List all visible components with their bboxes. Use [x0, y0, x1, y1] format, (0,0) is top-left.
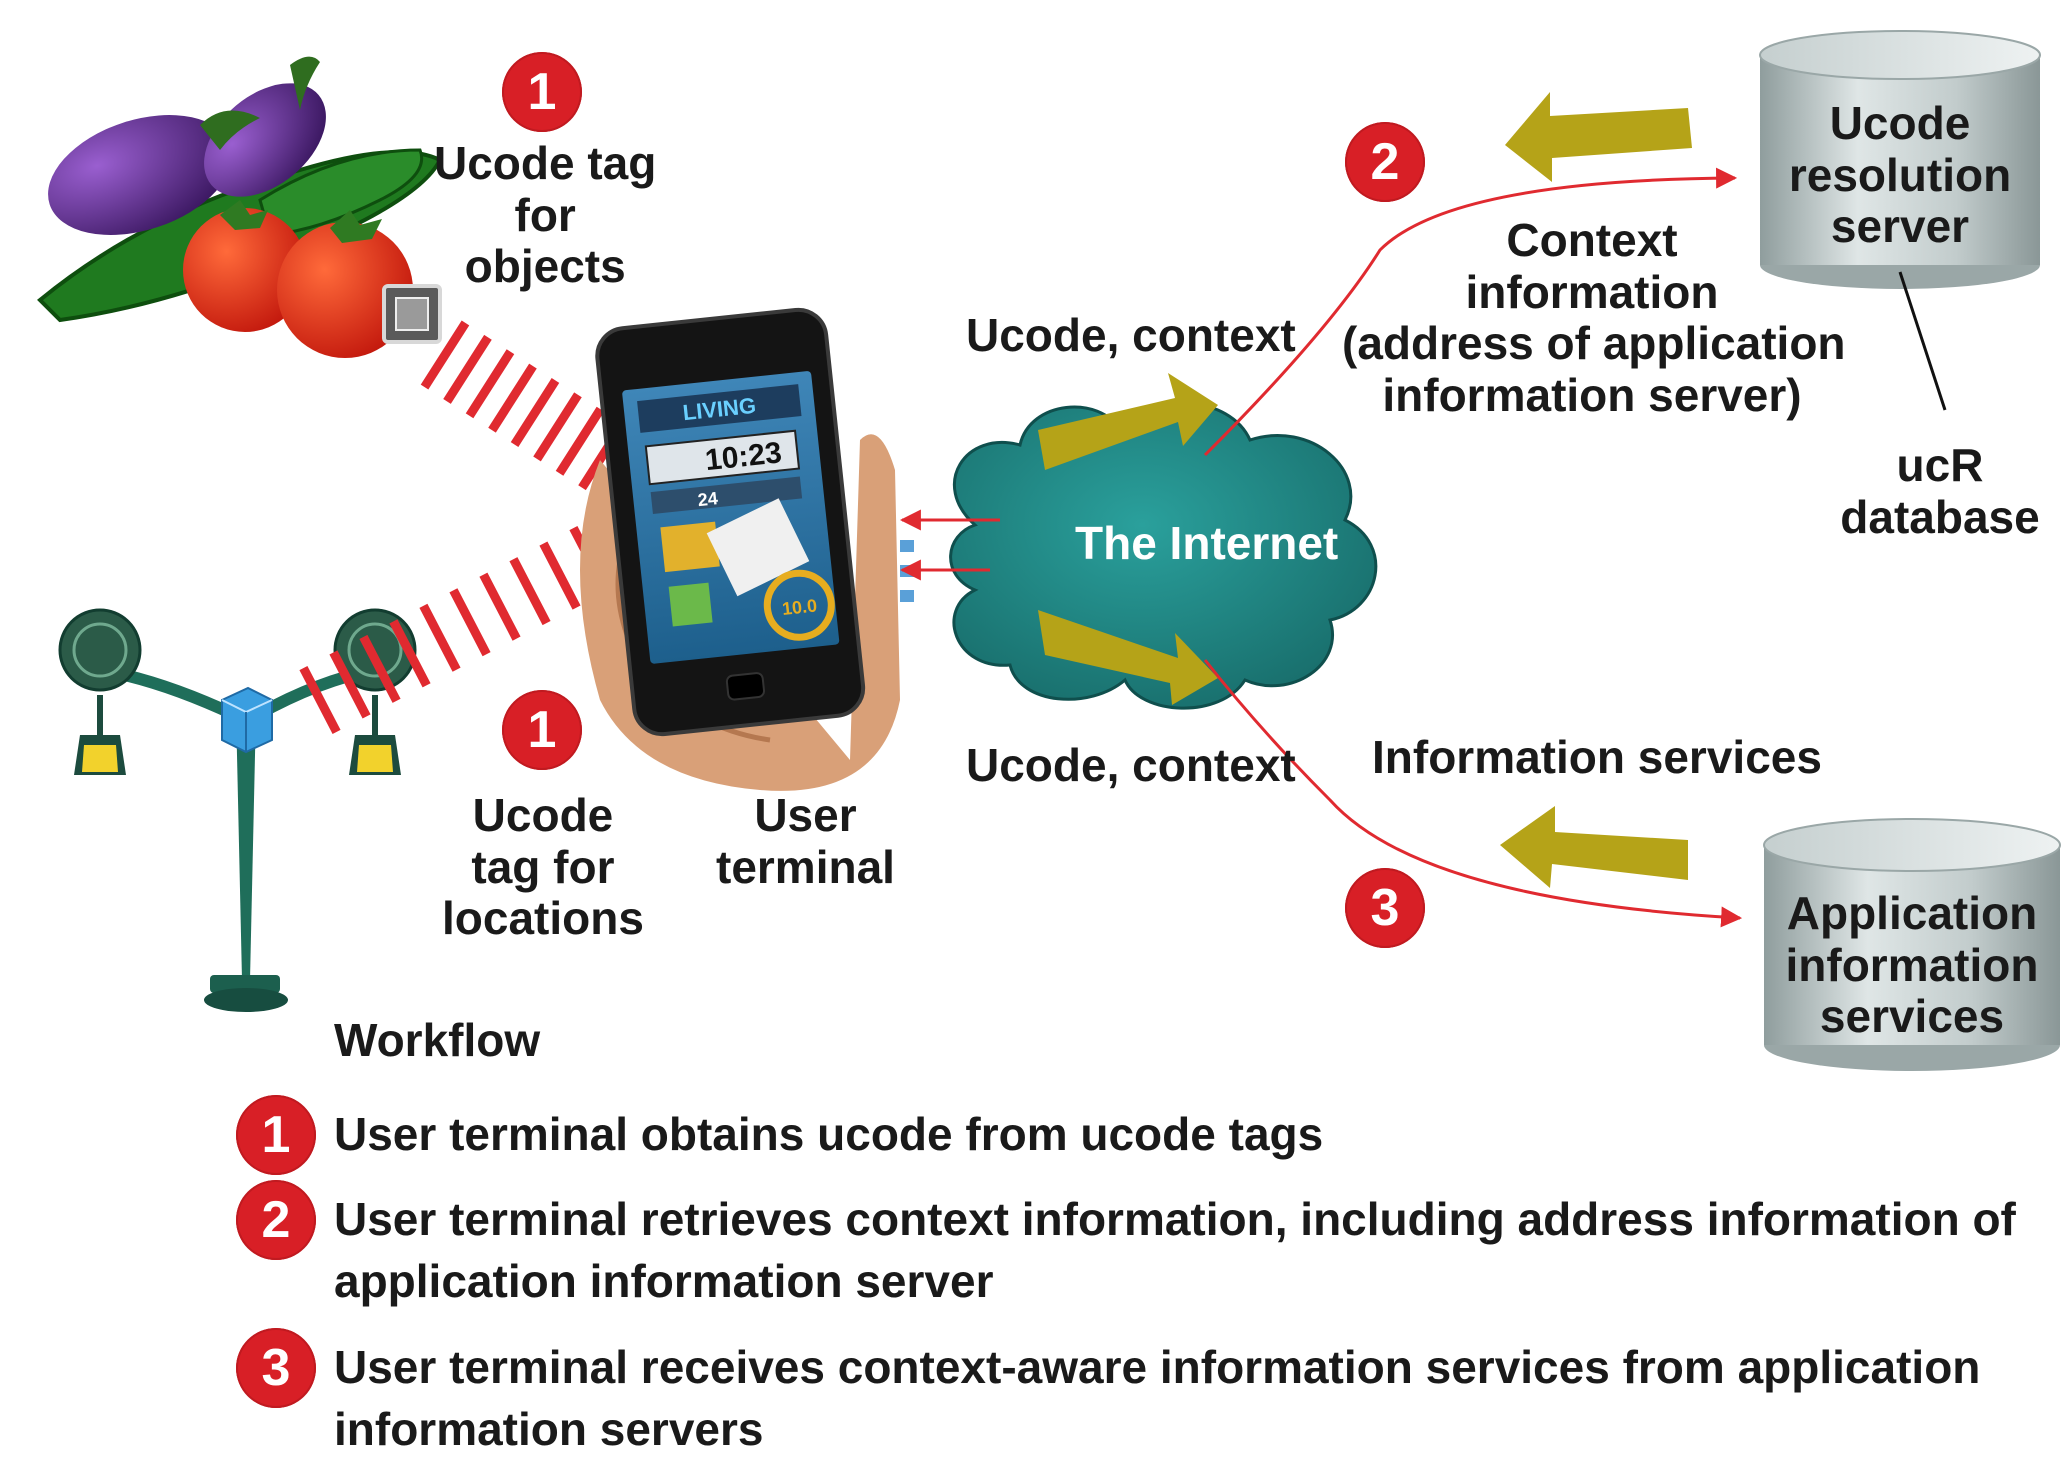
label-information-services: Information services: [1372, 731, 1822, 783]
line-services-to-terminal: [1203, 659, 1743, 928]
label-line: database: [1840, 490, 2040, 543]
label-line: objects: [464, 240, 626, 293]
label-line: information server): [1382, 368, 1802, 421]
signal-dash: [488, 363, 537, 433]
label-line: Ucode tag: [434, 137, 657, 189]
signal-dash: [509, 557, 551, 626]
vegetables-illustration: [37, 56, 443, 358]
label-ucr-database: ucR database: [1830, 439, 2050, 543]
ucr-database-connector: [1898, 271, 1947, 411]
streetlamp-illustration: [58, 608, 417, 1012]
workflow-line: information servers: [334, 1403, 764, 1455]
label-line: tag for: [471, 840, 615, 893]
workflow-line: User terminal receives context-aware inf…: [334, 1341, 1981, 1393]
signal-dash: [465, 349, 515, 419]
label-line: services: [1819, 990, 2005, 1043]
workflow-line: application information server: [334, 1255, 994, 1307]
signal-dash: [359, 634, 401, 703]
signal-dash: [555, 406, 605, 476]
label-line: resolution: [1788, 148, 2012, 201]
arrow-ucode-up: [1038, 373, 1218, 470]
step-3-badge: 3: [1345, 868, 1425, 948]
label-line: for: [514, 188, 576, 241]
label-line: Ucode: [472, 789, 614, 841]
label-ucode-resolution-server: Ucode resolution server: [1760, 97, 2040, 253]
phone-screen-gauge: 10.0: [781, 595, 818, 619]
step-1-badge-objects: 1: [502, 52, 582, 132]
label-ucode-tag-locations: Ucode tag for locations: [442, 789, 644, 945]
label-line: information: [1465, 265, 1719, 318]
workflow-step-1-badge: 1: [236, 1095, 316, 1175]
olive-flow-arrows: [1038, 92, 1692, 888]
ucode-resolution-server-cylinder: [1759, 30, 2041, 289]
phone-screen-temp: 24: [697, 488, 719, 510]
step-1-badge-locations: 1: [502, 690, 582, 770]
signal-dash: [510, 378, 560, 447]
arrow-services-back: [1500, 806, 1688, 888]
workflow-step-3-badge: 3: [236, 1328, 316, 1408]
label-line: Ucode: [1829, 97, 1971, 149]
label-line: Context: [1506, 214, 1678, 266]
workflow-step-1-text: User terminal obtains ucode from ucode t…: [334, 1103, 1323, 1165]
phone-screen-time: 10:23: [704, 436, 784, 477]
label-line: ucR: [1896, 439, 1984, 491]
label-ucode-tag-objects: Ucode tag for objects: [434, 137, 657, 293]
signal-dash: [533, 392, 582, 462]
label-application-information-services: Application information services: [1764, 887, 2060, 1043]
label-line: server: [1830, 200, 1970, 253]
user-terminal-phone: LIVING 10:23 24 10.0: [580, 307, 914, 791]
signal-dash: [299, 665, 341, 735]
arrow-context-back: [1505, 92, 1692, 182]
label-line: (address of application: [1342, 317, 1846, 370]
label-line: terminal: [716, 840, 895, 893]
workflow-title: Workflow: [334, 1014, 541, 1066]
label-user-terminal: User terminal: [716, 789, 895, 893]
signal-dash: [329, 650, 371, 719]
label-the-internet: The Internet: [1075, 517, 1339, 569]
workflow-step-3-text: User terminal receives context-aware inf…: [334, 1336, 1980, 1460]
line-to-resolution-server: [1203, 167, 1738, 457]
signal-dash: [420, 320, 470, 390]
workflow-line: User terminal obtains ucode from ucode t…: [334, 1108, 1324, 1160]
workflow-line: User terminal retrieves context informat…: [334, 1193, 2016, 1245]
red-flow-lines: [899, 167, 1743, 928]
label-line: locations: [442, 892, 644, 945]
application-information-services-cylinder: [1763, 818, 2061, 1071]
signal-dash: [389, 619, 431, 688]
label-ucode-context-top: Ucode, context: [966, 309, 1296, 361]
signal-dash: [539, 541, 581, 610]
signal-dash: [443, 334, 492, 404]
signal-dash: [479, 572, 521, 641]
signal-dash: [419, 603, 461, 672]
label-ucode-context-bottom: Ucode, context: [966, 739, 1296, 791]
label-line: Application: [1786, 887, 2038, 939]
label-context-information: Context information (address of applicat…: [1342, 214, 1846, 421]
workflow-step-2-badge: 2: [236, 1180, 316, 1260]
workflow-step-2-text: User terminal retrieves context informat…: [334, 1188, 2016, 1312]
step-2-badge: 2: [1345, 122, 1425, 202]
signal-dash: [449, 588, 491, 657]
arrow-ucode-down: [1038, 610, 1218, 705]
label-line: User: [754, 789, 857, 841]
label-line: information: [1785, 938, 2039, 991]
